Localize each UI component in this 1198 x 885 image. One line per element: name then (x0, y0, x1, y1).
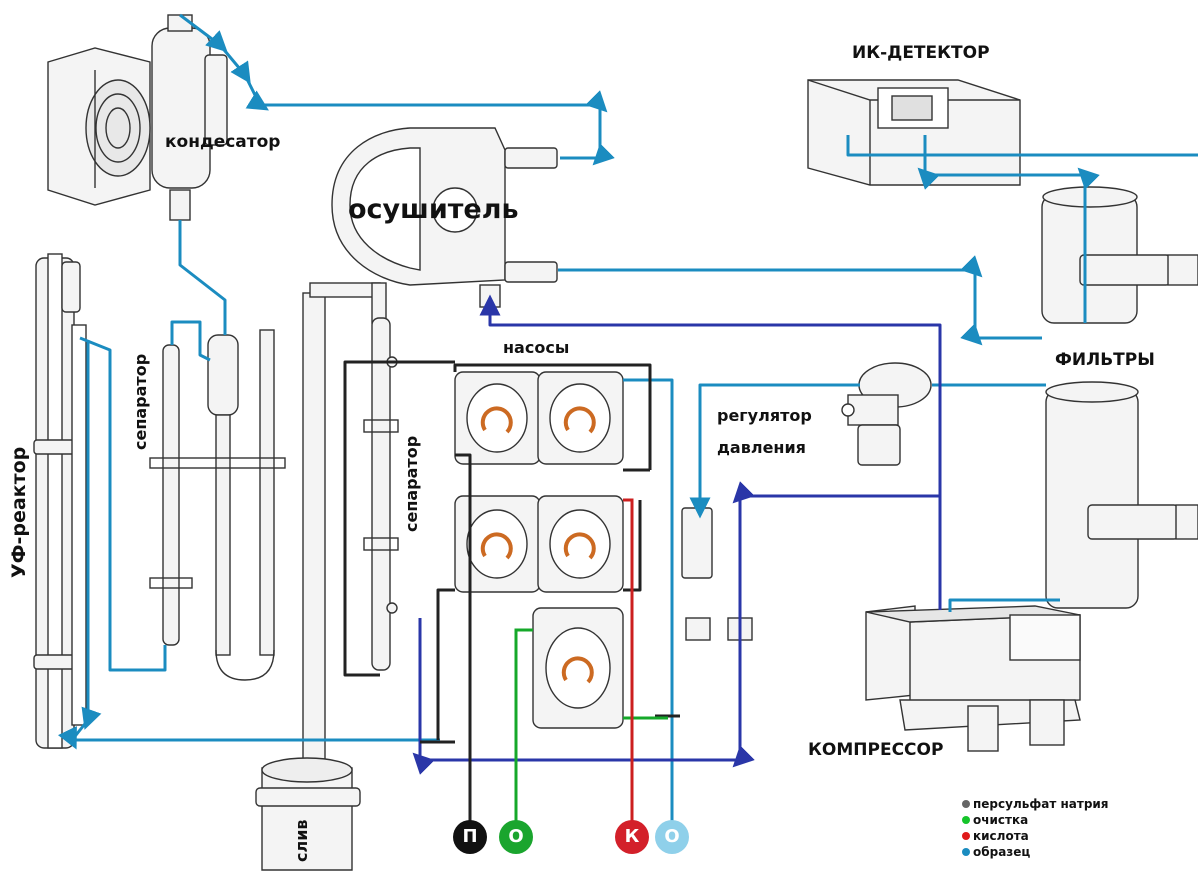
uv-reactor-label: УФ-реактор (8, 447, 30, 578)
compressor-label: КОМПРЕССОР (808, 740, 943, 760)
separator-right-icon (364, 318, 398, 670)
pressure-regulator-label-line2: давления (717, 438, 806, 457)
ir-detector-icon (808, 80, 1020, 185)
drain-label: слив (292, 819, 311, 862)
legend-dot (962, 848, 970, 856)
legend-item: очистка (962, 812, 1109, 828)
separator-left-label: сепаратор (131, 354, 150, 450)
legend-item: образец (962, 844, 1109, 860)
dryer-label: осушитель (348, 194, 519, 225)
legend-label: очистка (973, 813, 1028, 827)
legend-item: кислота (962, 828, 1109, 844)
legend-dot (962, 832, 970, 840)
pressure-regulator-icon (842, 363, 931, 465)
pressure-regulator-label-line1: регулятор (717, 406, 812, 425)
condenser-icon (152, 15, 227, 220)
uv-reactor-icon (34, 254, 86, 748)
line-uv-to-separator (80, 338, 165, 670)
legend-dot (962, 800, 970, 808)
legend-dot (962, 816, 970, 824)
legend-label: персульфат натрия (973, 797, 1109, 811)
port-persulfate: П (453, 820, 487, 854)
line-sample-in (623, 380, 672, 825)
line-condenser-to-separator (180, 220, 225, 335)
line-dryer-to-filter (558, 270, 1042, 338)
filters-label: ФИЛЬТРЫ (1055, 350, 1155, 370)
legend-item: персульфат натрия (962, 796, 1109, 812)
condenser-label: кондесатор (165, 132, 280, 152)
port-cleaning: О (499, 820, 533, 854)
pump-block-middle (455, 496, 623, 592)
separator-right-label: сепаратор (402, 436, 421, 532)
legend: персульфат натрия очистка кислота образе… (962, 796, 1109, 860)
legend-label: образец (973, 845, 1030, 859)
filter-bottom-icon (1046, 382, 1198, 608)
filter-top-icon (1042, 187, 1198, 323)
pump-block-top (455, 372, 623, 464)
valve-body (682, 508, 712, 578)
port-acid: К (615, 820, 649, 854)
port-sample: О (655, 820, 689, 854)
separator-left-icon (150, 330, 285, 680)
ir-detector-label: ИК-ДЕТЕКТОР (852, 43, 990, 63)
line-acid (623, 500, 632, 825)
compressor-icon (866, 606, 1080, 751)
legend-label: кислота (973, 829, 1029, 843)
valve-left (686, 618, 710, 640)
condenser-fan-icon (48, 48, 150, 205)
pumps-label: насосы (503, 338, 569, 357)
pump-block-bottom (533, 608, 623, 728)
